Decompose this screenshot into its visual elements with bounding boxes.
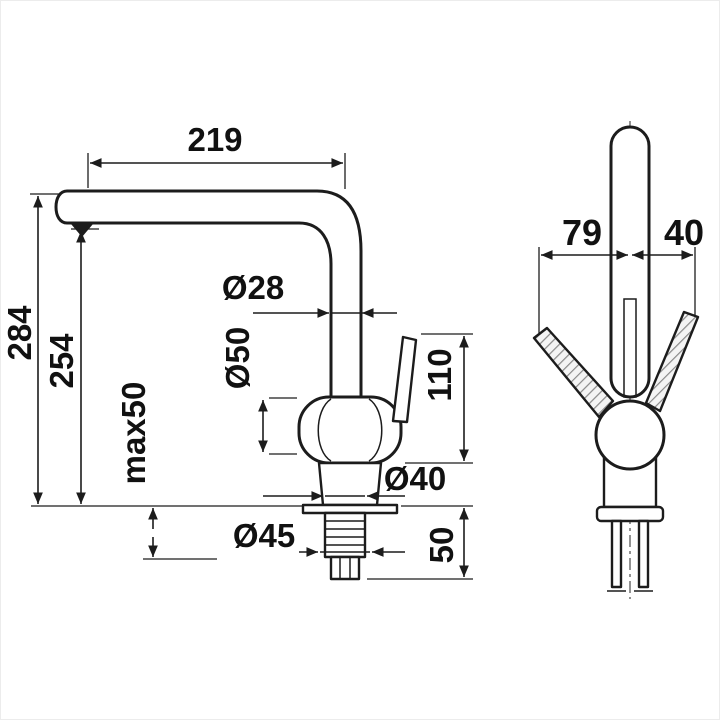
side-supply-pipe-right (637, 519, 650, 589)
aerator-icon (71, 224, 93, 237)
shank-threads (325, 520, 365, 546)
dim-body-diameter: Ø50 (219, 327, 297, 455)
dim-shank-diameter: Ø40 (263, 460, 446, 501)
dim-lever-back-label: 40 (664, 212, 704, 253)
front-view: 219 284 254 max50 Ø28 (1, 121, 473, 581)
base-neck (317, 461, 383, 507)
side-supply-pipe-left (610, 519, 623, 589)
dim-hole-diameter-label: Ø45 (233, 517, 295, 554)
faucet-spout-outline (54, 189, 363, 399)
lever-handle (391, 335, 418, 424)
mounting-shank (323, 511, 367, 559)
side-base-flange (595, 505, 665, 523)
dim-spout-tube-diameter: Ø28 (222, 269, 397, 318)
dim-spout-height-label: 254 (43, 333, 80, 389)
dim-shank-length: 50 (367, 505, 473, 580)
dim-body-diameter-label: Ø50 (219, 327, 256, 389)
dim-total-height-label: 284 (1, 305, 38, 361)
dim-lever-length-label: 110 (421, 348, 458, 401)
dim-lever-front-label: 79 (562, 212, 602, 253)
dim-hole-diameter: Ø45 (233, 517, 405, 557)
dim-spout-height: 254 (43, 228, 99, 505)
dim-spout-reach: 219 (87, 121, 346, 189)
side-lever-back-position (644, 310, 700, 413)
side-lever-front-position (532, 326, 615, 419)
dim-max-thickness-label: max50 (115, 382, 152, 485)
dim-shank-length-label: 50 (423, 527, 460, 564)
mixer-body (297, 395, 403, 465)
dim-spout-reach-label: 219 (187, 121, 242, 158)
hose-connector (329, 555, 361, 581)
dim-lever-length: 110 (405, 333, 473, 464)
dim-lever-projection: 79 40 (538, 212, 704, 333)
dim-spout-tube-diameter-label: Ø28 (222, 269, 284, 306)
mixer-body-seam-right (368, 398, 383, 462)
mixer-body-seam-left (317, 398, 332, 462)
dim-total-height: 284 (1, 193, 61, 505)
dim-max-thickness: max50 (115, 382, 217, 560)
side-joint-ball (594, 399, 666, 471)
side-view: 79 40 (532, 121, 704, 599)
side-cartridge-line (623, 298, 637, 398)
side-spout-column (609, 125, 651, 399)
dim-shank-diameter-label: Ø40 (384, 460, 446, 497)
